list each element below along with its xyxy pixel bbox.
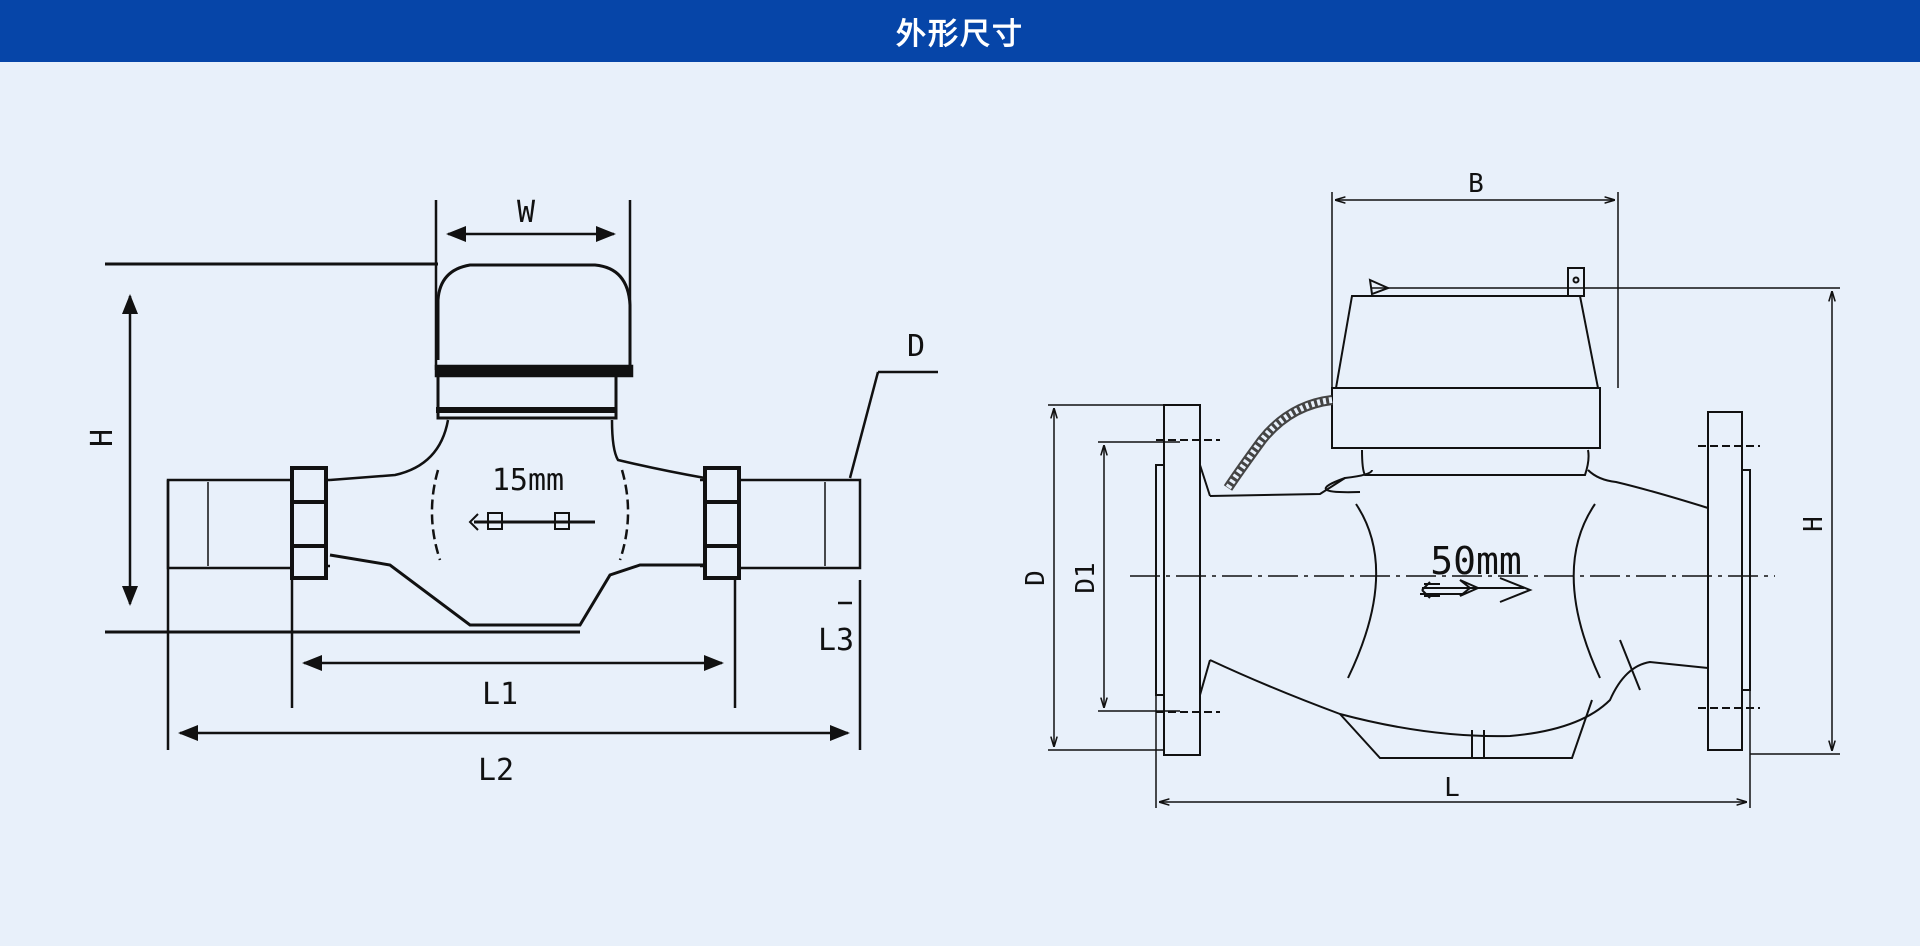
small-meter-right-nut [703,466,741,580]
small-meter-left-thread [166,478,292,570]
small-meter-h-label: H [85,429,120,447]
small-meter-body [329,419,706,482]
large-meter-l-label: L [1444,773,1460,803]
large-meter-h-label: H [1799,516,1829,532]
small-meter-bezel [434,364,634,378]
large-meter-right-flange [1707,411,1743,751]
large-meter-d1-label: D1 [1071,562,1101,593]
small-meter-l3-label: L3 [818,623,854,658]
small-meter-d-label: D [907,329,925,364]
page-header: 外形尺寸 [0,0,1920,62]
large-meter-b-label: B [1468,169,1484,199]
small-meter-dimensions [122,200,938,750]
large-meter-bore-label: 50mm [1430,539,1522,583]
large-meter-d-label: D [1021,570,1051,586]
small-meter-drawing [105,262,862,634]
large-meter-register [1334,295,1600,389]
large-meter-dimensions [1048,192,1840,808]
small-meter-right-thread [739,478,862,570]
small-meter-labels: W H D 15mm L1 L2 L3 [85,195,925,788]
small-meter-w-label: W [517,195,536,230]
dimension-diagram: W H D 15mm L1 L2 L3 [0,62,1920,942]
small-meter-l2-label: L2 [478,753,514,788]
small-meter-left-nut [290,466,328,580]
small-meter-register [436,263,632,368]
large-meter-left-flange [1163,404,1201,756]
small-meter-l1-label: L1 [482,677,518,712]
large-meter-cable [1223,395,1333,491]
small-meter-bore-label: 15mm [492,463,564,498]
large-meter-labels: B H D D1 50mm L [1021,169,1829,803]
page-title: 外形尺寸 [896,17,1024,52]
large-meter-drawing [1130,267,1775,759]
